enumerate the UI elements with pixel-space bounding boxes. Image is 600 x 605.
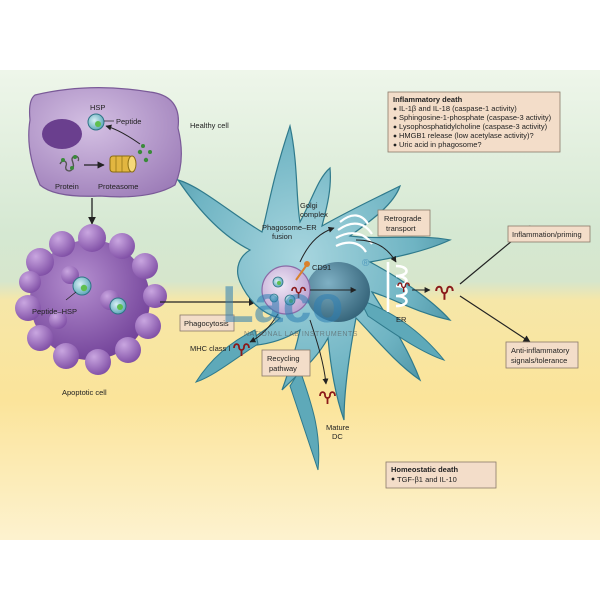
healthy-cell-nucleus <box>42 119 82 149</box>
inflammatory-item: Sphingosine-1-phosphate (caspase-3 activ… <box>399 113 552 122</box>
golgi-complex <box>335 214 373 253</box>
inflammation-priming-label: Inflammation/priming <box>512 230 582 239</box>
recycling-label-line1: Recycling <box>267 354 300 363</box>
inflammatory-item: Lysophosphatidylcholine (caspase-3 activ… <box>399 122 548 131</box>
dendritic-cell <box>176 123 454 471</box>
watermark: Laco ® NATIONAL LAB INSTRUMENTS <box>222 258 370 338</box>
inflammatory-death-box: Inflammatory death IL-1β and IL-18 (casp… <box>387 91 561 153</box>
label-er: ER <box>396 315 407 324</box>
label-peptide: Peptide <box>116 117 141 126</box>
apoptotic-cell <box>15 224 167 375</box>
protein-icon <box>59 155 80 172</box>
label-protein: Protein <box>55 182 79 191</box>
inflammatory-item: HMGB1 release (low acetylase activity)? <box>399 131 534 140</box>
retrograde-label-line2: transport <box>386 224 417 233</box>
phagocytosis-label: Phagocytosis <box>184 319 229 328</box>
endoplasmic-reticulum <box>386 262 408 312</box>
label-mature-line1: Mature <box>326 423 349 432</box>
cd91-receptor <box>295 261 310 281</box>
label-hsp: HSP <box>90 103 105 112</box>
label-mhc-class-i: MHC class I <box>190 344 230 353</box>
watermark-tagline: NATIONAL LAB INSTRUMENTS <box>244 331 358 338</box>
label-phagosome-line2: fusion <box>272 232 292 241</box>
proteasome-icon <box>109 155 137 173</box>
label-golgi-line1: Golgi <box>300 201 318 210</box>
label-golgi-line2: complex <box>300 210 328 219</box>
label-phagosome-line1: Phagosome–ER <box>262 223 317 232</box>
label-peptide-hsp: Peptide–HSP <box>32 307 77 316</box>
inflammatory-death-title: Inflammatory death <box>393 95 463 104</box>
anti-inflammatory-box: Anti-inflammatory signals/tolerance <box>505 341 579 369</box>
dc-nucleus <box>306 262 370 322</box>
homeostatic-item: TGF-β1 and IL-10 <box>397 475 457 484</box>
homeostatic-death-title: Homeostatic death <box>391 465 459 474</box>
arrow-to-anti-inflammatory <box>459 295 531 343</box>
retrograde-transport-box: Retrograde transport <box>377 209 431 237</box>
label-proteasome: Proteasome <box>98 182 138 191</box>
label-healthy-cell: Healthy cell <box>190 121 229 130</box>
phagocytosis-box: Phagocytosis <box>179 314 235 332</box>
inflammatory-item: IL-1β and IL-18 (caspase-1 activity) <box>399 104 517 113</box>
retrograde-label-line1: Retrograde <box>384 214 422 223</box>
label-apoptotic-cell: Apoptotic cell <box>62 388 107 397</box>
anti-inflammatory-line1: Anti-inflammatory <box>511 346 570 355</box>
healthy-cell <box>28 87 182 198</box>
watermark-registered: ® <box>362 258 370 269</box>
homeostatic-death-box: Homeostatic death TGF-β1 and IL-10 <box>385 461 497 489</box>
recycling-label-line2: pathway <box>269 364 297 373</box>
anti-inflammatory-line2: signals/tolerance <box>511 356 567 365</box>
inflammatory-item: Uric acid in phagosome? <box>399 140 482 149</box>
recycling-pathway-box: Recycling pathway <box>261 349 311 377</box>
watermark-logo: Laco <box>222 276 343 334</box>
inflammation-priming-box: Inflammation/priming <box>507 225 591 243</box>
inflammatory-death-items: IL-1β and IL-18 (caspase-1 activity) Sph… <box>393 104 552 149</box>
label-cd91: CD91 <box>312 263 331 272</box>
label-mature-line2: DC <box>332 432 343 441</box>
